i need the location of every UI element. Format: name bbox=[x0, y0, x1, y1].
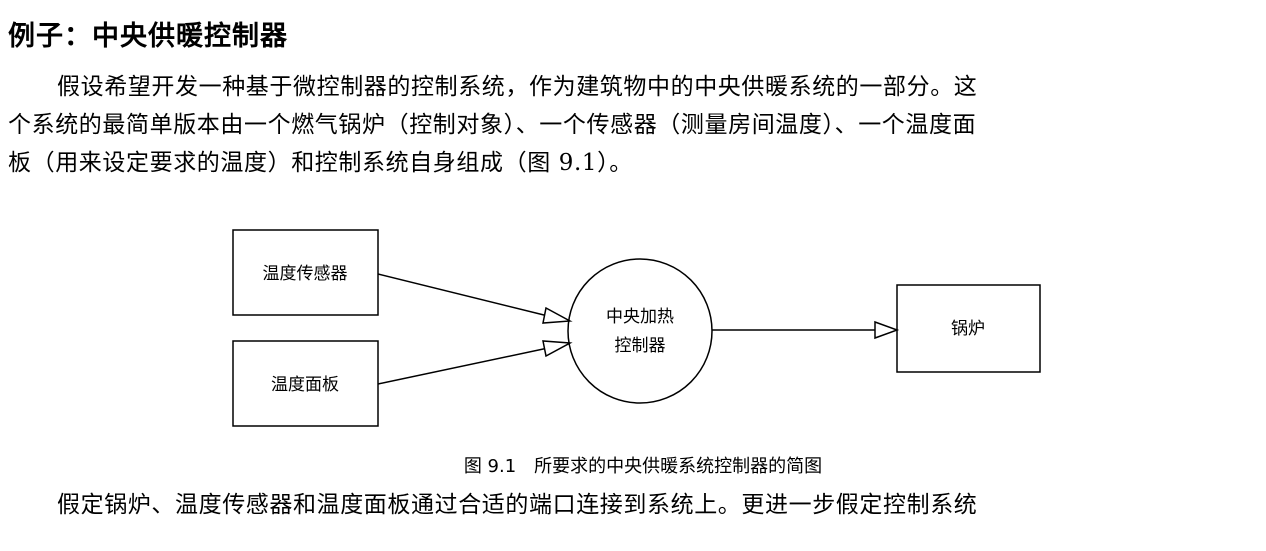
second-paragraph: 假定锅炉、温度传感器和温度面板通过合适的端口连接到系统上。更进一步假定控制系统 bbox=[8, 486, 977, 524]
controller-label-line2: 控制器 bbox=[615, 336, 666, 356]
paragraph-line: 板（用来设定要求的温度）和控制系统自身组成（图 9.1）。 bbox=[8, 150, 633, 176]
figure-caption-text: 所要求的中央供暖系统控制器的简图 bbox=[534, 456, 823, 477]
controller-label-line1: 中央加热 bbox=[606, 307, 674, 327]
paragraph-line: 假定锅炉、温度传感器和温度面板通过合适的端口连接到系统上。更进一步假定控制系统 bbox=[57, 492, 978, 518]
boiler-label: 锅炉 bbox=[951, 319, 985, 339]
panel-to-controller-arrow-line bbox=[377, 347, 549, 385]
section-heading: 例子：中央供暖控制器 bbox=[8, 21, 288, 52]
paragraph-line: 个系统的最简单版本由一个燃气锅炉（控制对象）、一个传感器（测量房间温度）、一个温… bbox=[8, 112, 977, 138]
boiler-box bbox=[896, 284, 1041, 373]
panel-to-controller-arrowhead bbox=[542, 340, 573, 358]
figure-number: 图 9.1 bbox=[463, 456, 517, 477]
controller-to-boiler-arrowhead bbox=[874, 320, 900, 340]
sensor-to-controller-arrow-line bbox=[377, 273, 549, 317]
sensor-to-controller-arrowhead bbox=[542, 306, 573, 324]
figure-caption: 图 9.1 所要求的中央供暖系统控制器的简图 bbox=[0, 452, 1266, 478]
controller-circle bbox=[567, 258, 713, 404]
panel-label: 温度面板 bbox=[271, 375, 339, 395]
sensor-label: 温度传感器 bbox=[263, 264, 348, 284]
sensor-box bbox=[232, 229, 379, 316]
paragraph-line: 假设希望开发一种基于微控制器的控制系统，作为建筑物中的中央供暖系统的一部分。这 bbox=[57, 74, 978, 100]
intro-paragraph: 假设希望开发一种基于微控制器的控制系统，作为建筑物中的中央供暖系统的一部分。这 … bbox=[8, 68, 977, 182]
